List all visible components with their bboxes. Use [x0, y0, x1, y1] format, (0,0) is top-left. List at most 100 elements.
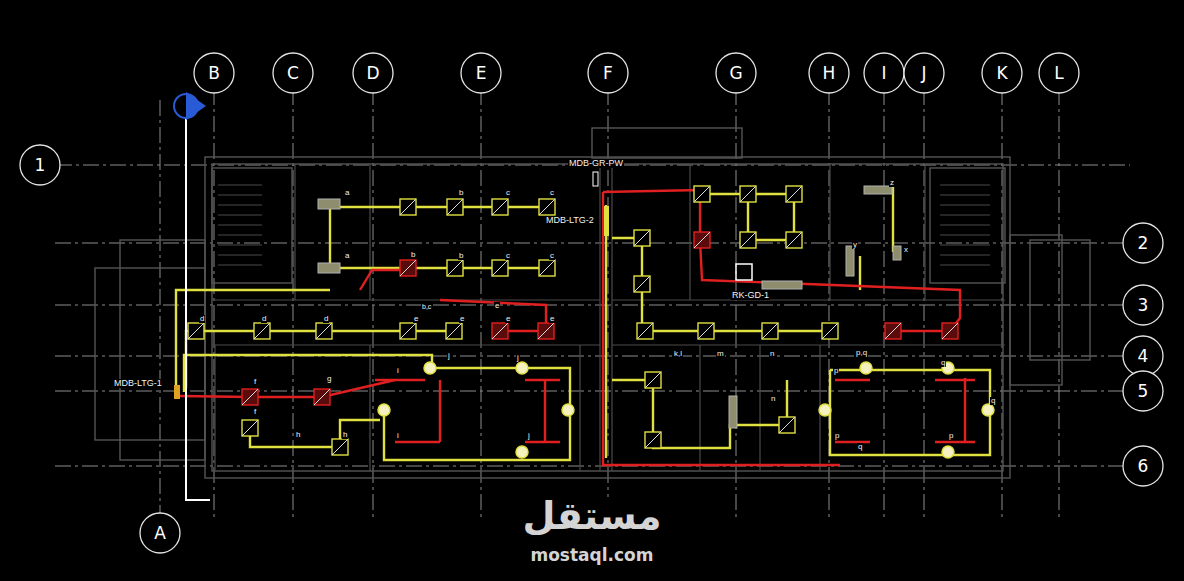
- wall-line: [612, 344, 1005, 345]
- downlight-fixture: [786, 186, 802, 202]
- emergency-wire: [935, 379, 975, 381]
- grid-label: 5: [1122, 370, 1164, 412]
- fixture-box: [779, 417, 795, 433]
- fixture-box: [645, 432, 661, 448]
- fixture-box: [740, 186, 756, 202]
- wall: [1030, 240, 1090, 360]
- fixture-diagonal: [254, 323, 270, 339]
- grid-label: K: [981, 52, 1023, 94]
- grid-label: H: [808, 52, 850, 94]
- downlight-fixture: [694, 232, 710, 248]
- circuit-tag: a: [344, 189, 350, 197]
- wall-line: [940, 244, 990, 245]
- wall-line: [218, 264, 262, 265]
- wall-line: [218, 254, 262, 255]
- grid-bubble: F: [587, 52, 629, 94]
- fixture-box: [332, 439, 348, 455]
- globe-fixture: [516, 446, 528, 458]
- circuit-tag: k,l: [673, 350, 683, 358]
- wall-line: [689, 164, 690, 300]
- fixture-diagonal: [645, 372, 661, 388]
- downlight-fixture: [762, 323, 778, 339]
- fixture-box: [539, 199, 555, 215]
- lighting-wire: [830, 370, 990, 455]
- fixture-box: [762, 323, 778, 339]
- linear-fixture: [893, 246, 901, 260]
- downlight-fixture: [634, 276, 650, 292]
- emergency-wire: [375, 379, 425, 381]
- downlight-fixture: [492, 260, 508, 276]
- wall-line: [579, 345, 580, 471]
- wall: [212, 164, 1003, 471]
- downlight-fixture: [492, 323, 508, 339]
- wall-line: [699, 345, 700, 471]
- fixture-diagonal: [942, 323, 958, 339]
- downlight-fixture: [242, 389, 258, 405]
- fixture-box: [242, 389, 258, 405]
- fixture-box: [645, 372, 661, 388]
- circuit-tag: c: [549, 189, 555, 197]
- globe-fixture: [982, 404, 994, 416]
- fixture-box: [492, 260, 508, 276]
- emergency-wire: [835, 441, 870, 443]
- wall-line: [218, 224, 262, 225]
- fixture-box: [446, 323, 462, 339]
- grid-label: D: [352, 52, 394, 94]
- fixture-box: [314, 389, 330, 405]
- emergency-wire: [835, 379, 870, 381]
- wall-line: [218, 214, 262, 215]
- fixture-diagonal: [447, 199, 463, 215]
- linear-fixture: [846, 246, 854, 276]
- grid-line: [214, 89, 215, 518]
- wall-line: [212, 299, 600, 300]
- lighting-wire: [612, 238, 830, 331]
- circuit-tag: i: [396, 367, 400, 375]
- bubble-circle: [864, 53, 904, 93]
- globe-fixture: [860, 362, 872, 374]
- bubble-circle: [1123, 223, 1163, 263]
- fixture-diagonal: [492, 199, 508, 215]
- wall-line: [829, 164, 830, 300]
- watermark: mostaql.com: [529, 547, 654, 564]
- wall-line: [369, 345, 370, 471]
- grid-bubble: B: [193, 52, 235, 94]
- grid-line: [160, 100, 161, 518]
- downlight-fixture: [400, 260, 416, 276]
- wall-line: [940, 254, 990, 255]
- circuit-tag: g: [326, 375, 332, 383]
- grid-label: 3: [1122, 284, 1164, 326]
- emergency-wire: [180, 380, 395, 397]
- wall-line: [940, 194, 990, 195]
- emergency-wire: [525, 441, 560, 443]
- fixture-diagonal: [762, 323, 778, 339]
- grid-bubble: K: [981, 52, 1023, 94]
- fixture-box: [698, 323, 714, 339]
- wall-line: [940, 264, 990, 265]
- scale-bar: [186, 118, 210, 500]
- lighting-wire: [892, 186, 894, 252]
- north-arrow-head: [186, 92, 206, 120]
- circuit-tag: x: [903, 246, 909, 254]
- downlight-fixture: [447, 199, 463, 215]
- grid-bubble: L: [1038, 52, 1080, 94]
- globe-fixture: [819, 404, 831, 416]
- circuit-tag: e: [494, 302, 500, 310]
- grid-label: E: [460, 52, 502, 94]
- walls: [95, 128, 1090, 478]
- grid-bubble: 2: [1122, 222, 1164, 264]
- bubble-circle: [273, 53, 313, 93]
- circuit-tag: c: [549, 252, 555, 260]
- fixture-diagonal: [740, 232, 756, 248]
- grid-bubble: D: [352, 52, 394, 94]
- downlight-fixture: [314, 389, 330, 405]
- downlight-fixture: [779, 417, 795, 433]
- grid-line: [481, 89, 482, 518]
- downlight-fixture: [400, 199, 416, 215]
- fixture-box: [786, 232, 802, 248]
- grid-bubble: I: [863, 52, 905, 94]
- wall-line: [759, 345, 760, 471]
- downlight-fixture: [242, 420, 258, 436]
- grid-bubble: E: [460, 52, 502, 94]
- grid-bubble: C: [272, 52, 314, 94]
- grid-bubble: H: [808, 52, 850, 94]
